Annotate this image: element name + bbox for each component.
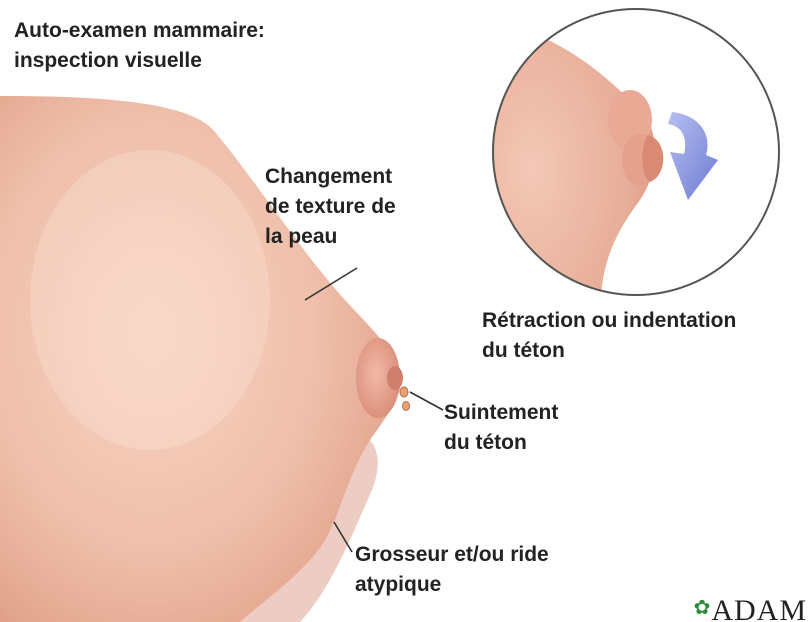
- label-line: du téton: [444, 428, 558, 458]
- leaf-icon: ✿: [694, 597, 712, 619]
- leader-nipple-discharge: [410, 392, 443, 410]
- label-line: la peau: [265, 222, 396, 252]
- label-line: du téton: [482, 336, 736, 366]
- label-line: atypique: [355, 570, 549, 600]
- label-nipple-discharge: Suintement du téton: [444, 398, 558, 458]
- nipple: [387, 366, 403, 390]
- breast-highlight: [30, 150, 270, 450]
- title-line-2: inspection visuelle: [14, 46, 265, 76]
- logo-text: ADAM: [711, 594, 807, 622]
- adam-logo: ✿ADAM: [694, 594, 807, 622]
- label-line: Suintement: [444, 398, 558, 428]
- label-lump: Grosseur et/ou ride atypique: [355, 540, 549, 600]
- label-nipple-retraction: Rétraction ou indentation du téton: [482, 306, 736, 366]
- label-line: de texture de: [265, 192, 396, 222]
- title-line-1: Auto-examen mammaire:: [14, 16, 265, 46]
- label-skin-texture: Changement de texture de la peau: [265, 162, 396, 252]
- inset-magnifier: [480, 9, 779, 320]
- label-line: Rétraction ou indentation: [482, 306, 736, 336]
- diagram-title: Auto-examen mammaire: inspection visuell…: [14, 16, 265, 76]
- label-line: Grosseur et/ou ride: [355, 540, 549, 570]
- discharge-drop-icon: [403, 402, 410, 411]
- discharge-drop-icon: [400, 387, 408, 397]
- label-line: Changement: [265, 162, 396, 192]
